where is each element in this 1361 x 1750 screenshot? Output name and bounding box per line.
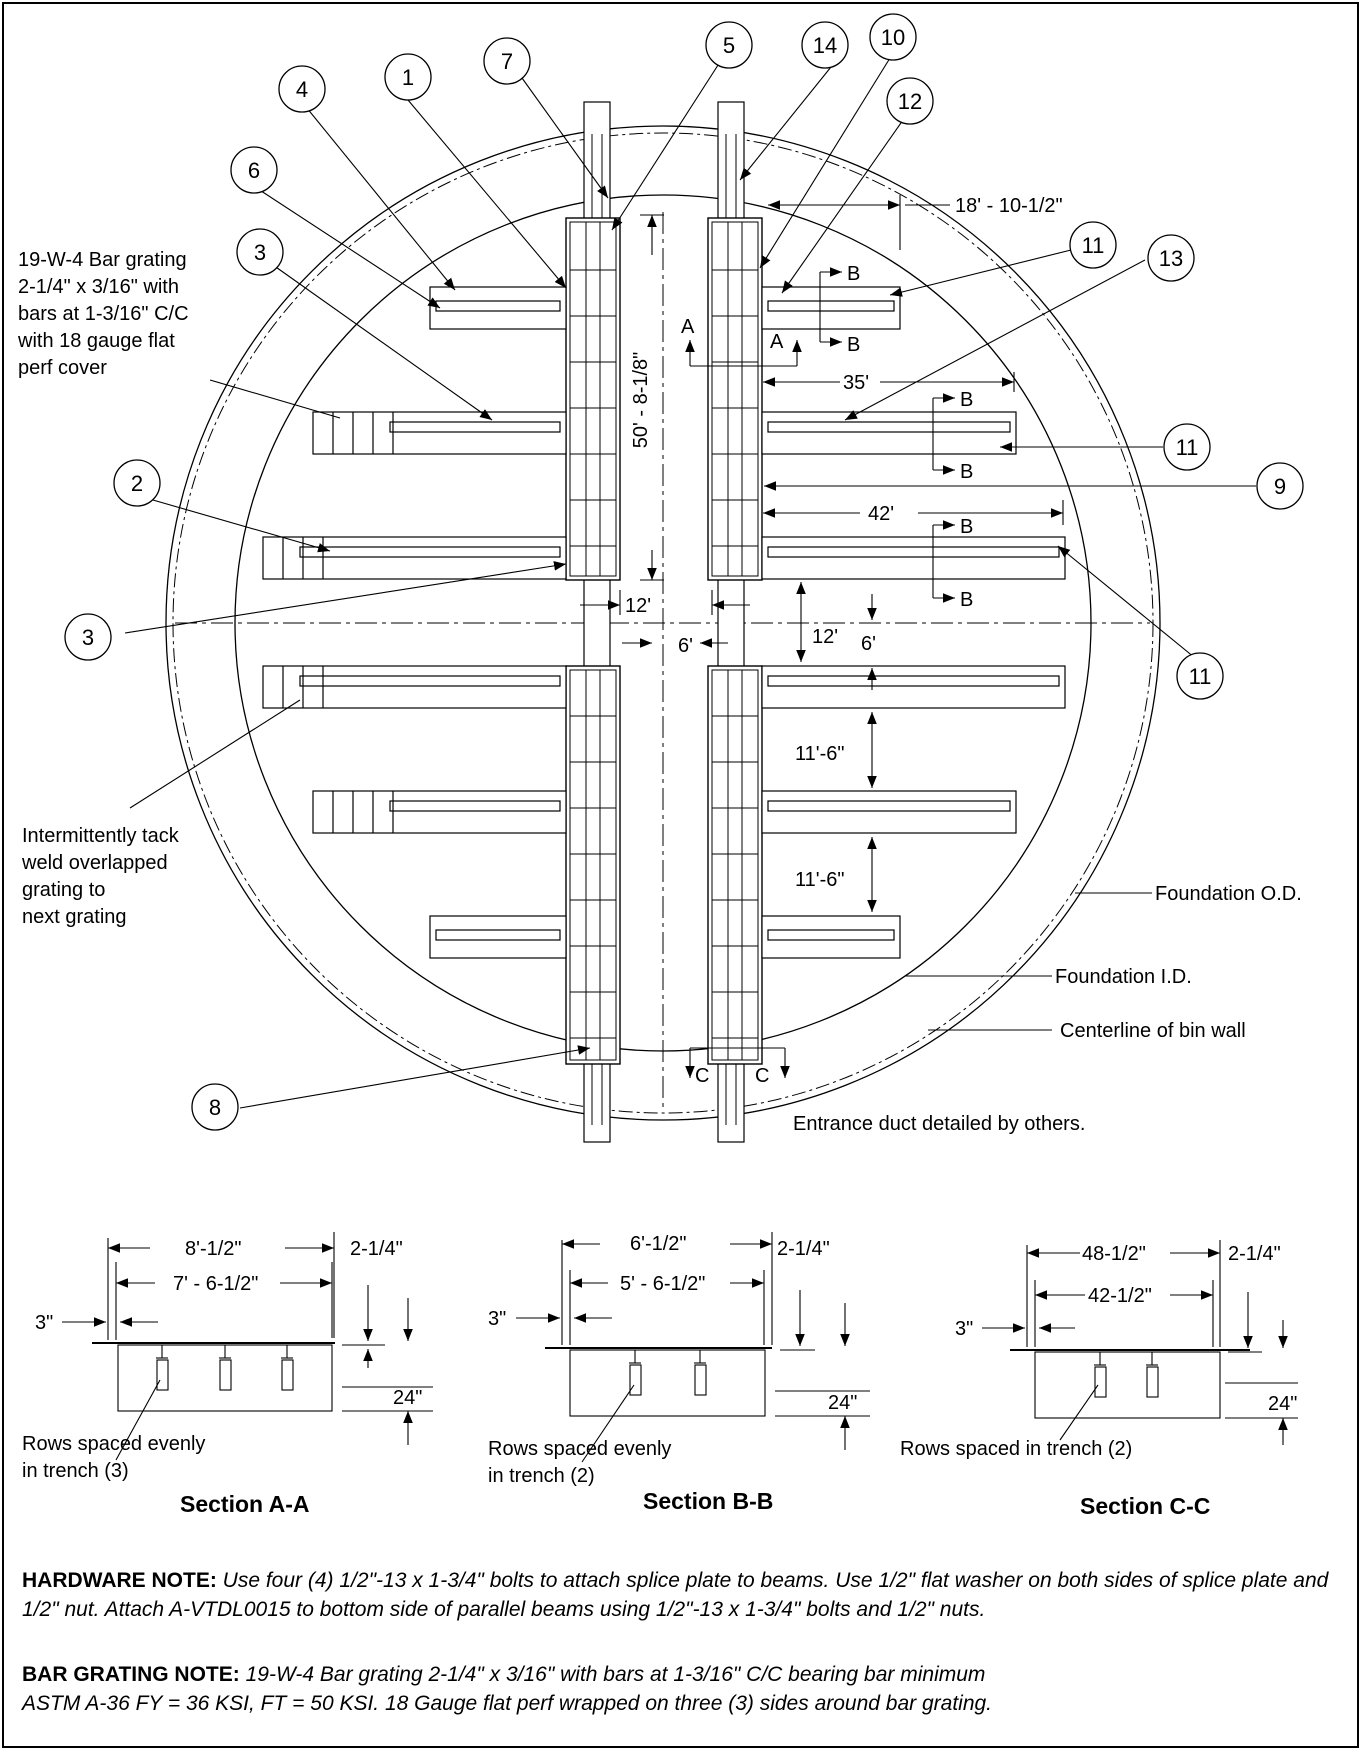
tack-note-line4: next grating [22, 906, 127, 928]
cc-overall-dim: 48-1/2" [1082, 1243, 1146, 1265]
branch-gratings [262, 286, 1066, 959]
dim-18-10-half: 18' - 10-1/2" [955, 195, 1063, 217]
aa-edge-dim: 3" [35, 1312, 53, 1334]
aa-note-line2: in trench (3) [22, 1460, 129, 1482]
bar-grating-note-text1: 19-W-4 Bar grating 2-1/4" x 3/16" with b… [245, 1663, 986, 1686]
dim-50-8-1-8: 50' - 8-1/8" [630, 352, 652, 449]
callout-4: 4 [296, 77, 308, 102]
tack-note-line3: grating to [22, 879, 105, 901]
bar-grating-note-label: BAR GRATING NOTE: [22, 1663, 240, 1686]
hardware-note-text: Use four (4) 1/2"-13 x 1-3/4" bolts to a… [22, 1569, 1329, 1621]
grating-note-line2: 2-1/4" x 3/16" with [18, 276, 179, 298]
callout-14: 14 [813, 33, 837, 58]
leader-lines [124, 57, 1256, 1109]
dimension-lines [580, 195, 1064, 912]
bb-overall-dim: 6'-1/2" [630, 1233, 687, 1255]
callout-7: 7 [501, 49, 513, 74]
grating-note-line3: bars at 1-3/16" C/C [18, 303, 189, 325]
grating-note-line1: 19-W-4 Bar grating [18, 249, 187, 271]
section-a-left: A [681, 316, 695, 338]
dim-42: 42' [868, 503, 894, 525]
callout-1: 1 [402, 65, 414, 90]
dim-12-vertical: 12' [812, 626, 838, 648]
entrance-duct-label: Entrance duct detailed by others. [793, 1113, 1085, 1135]
bb-inner-dim: 5' - 6-1/2" [620, 1273, 705, 1295]
aa-overall-dim: 8'-1/2" [185, 1238, 242, 1260]
callout-6: 6 [248, 158, 260, 183]
foundation-od-circle [165, 125, 1161, 1121]
callout-3b: 3 [82, 625, 94, 650]
foundation-od-label: Foundation O.D. [1155, 883, 1302, 905]
dim-11-6-upper: 11'-6" [795, 743, 844, 765]
section-b-3: B [960, 389, 973, 411]
section-b-5: B [960, 516, 973, 538]
bb-note-line2: in trench (2) [488, 1465, 595, 1487]
bin-wall-label: Centerline of bin wall [1060, 1020, 1246, 1042]
hardware-note-label: HARDWARE NOTE: [22, 1569, 217, 1592]
section-c-left: C [695, 1065, 709, 1087]
section-b-6: B [960, 589, 973, 611]
dim-6-horizontal: 6' [678, 635, 693, 657]
dim-12-horizontal: 12' [625, 595, 651, 617]
tack-note-line1: Intermittently tack [22, 825, 180, 847]
callout-8: 8 [209, 1095, 221, 1120]
dim-35: 35' [843, 372, 869, 394]
callout-10: 10 [881, 25, 905, 50]
section-b-2: B [847, 334, 860, 356]
section-a-right: A [770, 331, 784, 353]
cc-edge-dim: 3" [955, 1318, 973, 1340]
bb-edge-dim: 3" [488, 1308, 506, 1330]
section-bb-title: Section B-B [643, 1488, 773, 1514]
cc-depth-dim: 24" [1268, 1393, 1297, 1415]
cc-note-line1: Rows spaced in trench (2) [900, 1438, 1132, 1460]
grating-note-line5: perf cover [18, 357, 107, 379]
center-lines [175, 212, 1150, 1110]
callout-11b: 11 [1176, 435, 1199, 460]
callout-12: 12 [898, 89, 922, 114]
grating-run-ur [707, 134, 763, 581]
aa-depth-dim: 24" [393, 1387, 422, 1409]
tack-note-line2: weld overlapped [21, 852, 168, 874]
aa-inner-dim: 7' - 6-1/2" [173, 1273, 258, 1295]
aa-note-line1: Rows spaced evenly [22, 1433, 205, 1455]
aa-thick-dim: 2-1/4" [350, 1238, 403, 1260]
foundation-id-label: Foundation I.D. [1055, 966, 1192, 988]
plan-labels: 19-W-4 Bar grating 2-1/4" x 3/16" with b… [17, 195, 1302, 1135]
section-b-4: B [960, 461, 973, 483]
section-details [62, 1232, 1298, 1463]
callout-11a: 11 [1082, 233, 1105, 258]
bb-thick-dim: 2-1/4" [777, 1238, 830, 1260]
section-b-1: B [847, 263, 860, 285]
cc-inner-dim: 42-1/2" [1088, 1285, 1152, 1307]
callout-3a: 3 [254, 240, 266, 265]
dim-11-6-lower: 11'-6" [795, 869, 844, 891]
bar-grating-note-text2: ASTM A-36 FY = 36 KSI, FT = 50 KSI. 18 G… [22, 1692, 993, 1715]
section-labels: 8'-1/2" 7' - 6-1/2" 3" 2-1/4" 24" Rows s… [22, 1233, 1297, 1519]
bb-depth-dim: 24" [828, 1392, 857, 1414]
section-cc-title: Section C-C [1080, 1493, 1210, 1519]
bb-note-line1: Rows spaced evenly [488, 1438, 671, 1460]
hardware-note: HARDWARE NOTE: Use four (4) 1/2"-13 x 1-… [22, 1566, 1332, 1624]
grating-run-ll [565, 665, 621, 1125]
bar-grating-note: BAR GRATING NOTE: 19-W-4 Bar grating 2-1… [22, 1660, 1332, 1718]
dim-6-vertical: 6' [861, 633, 876, 655]
grating-run-lr [707, 665, 763, 1125]
callout-numbers: 1 4 7 5 14 10 12 6 3 11 13 11 9 2 3 11 8 [82, 25, 1286, 1120]
cc-thick-dim: 2-1/4" [1228, 1243, 1281, 1265]
section-c-right: C [755, 1065, 769, 1087]
callout-2: 2 [131, 471, 143, 496]
callout-11c: 11 [1189, 664, 1212, 689]
grating-note-line4: with 18 gauge flat [17, 330, 175, 352]
section-aa-title: Section A-A [180, 1491, 310, 1517]
section-markers [685, 267, 955, 1078]
grating-run-ul [565, 134, 621, 581]
callout-13: 13 [1159, 246, 1183, 271]
callout-circles [64, 13, 1304, 1131]
callout-9: 9 [1274, 474, 1286, 499]
callout-5: 5 [723, 33, 735, 58]
